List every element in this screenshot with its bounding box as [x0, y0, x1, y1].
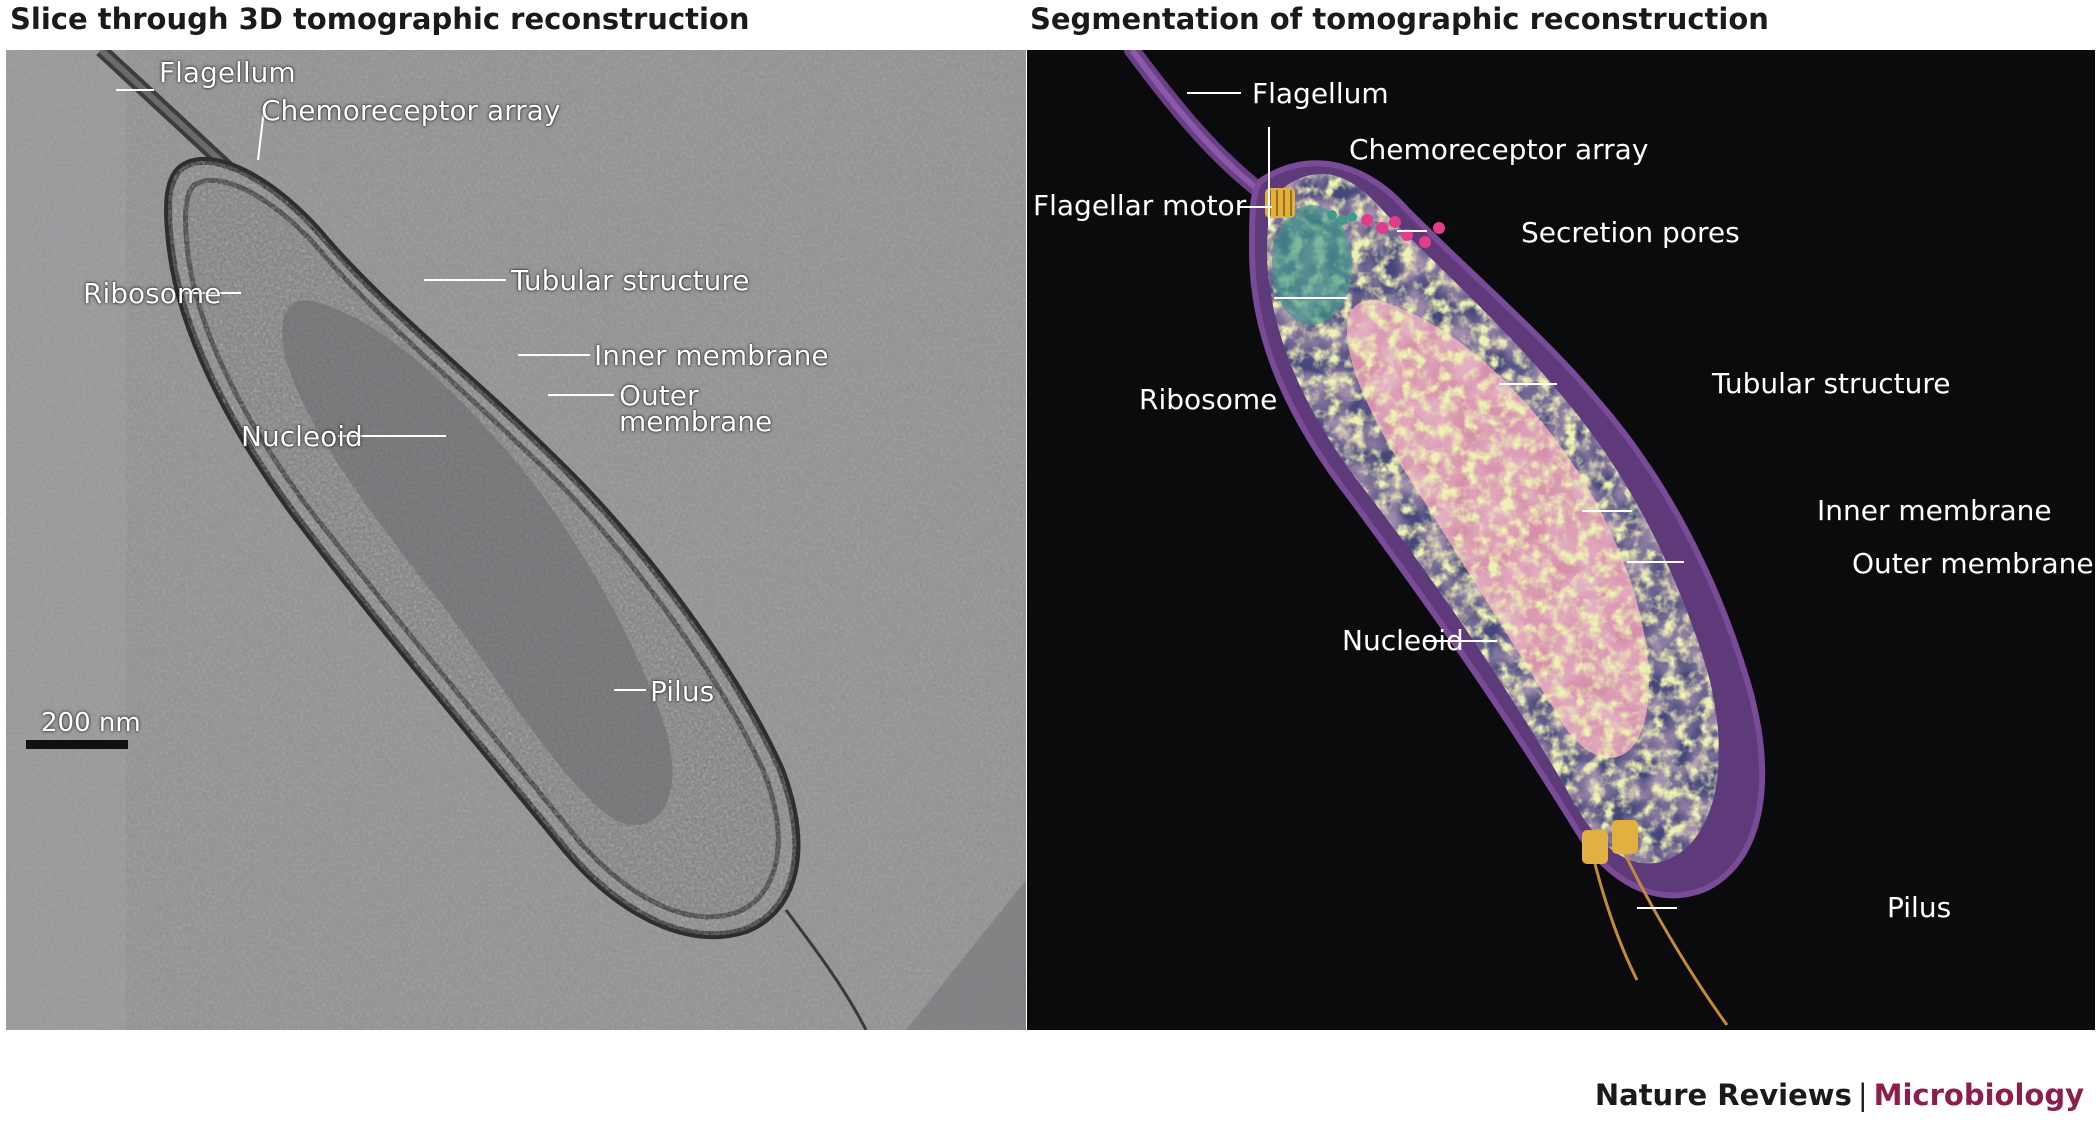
journal-footer: Nature Reviews|Microbiology: [1595, 1078, 2084, 1112]
label-pilus-left: Pilus: [650, 675, 715, 708]
footer-separator: |: [1857, 1078, 1868, 1112]
left-panel-title: Slice through 3D tomographic reconstruct…: [10, 2, 750, 36]
label-nucleoid-left: Nucleoid: [241, 420, 363, 453]
label-secretion-pores: Secretion pores: [1521, 216, 1740, 249]
label-chemoreceptor-left: Chemoreceptor array: [261, 94, 561, 127]
label-ribosome-left: Ribosome: [83, 277, 222, 310]
label-outer-membrane-left-1: Outer: [619, 379, 699, 412]
tomographic-slice-panel: Flagellum Chemoreceptor array Tubular st…: [6, 50, 1026, 1030]
label-flagellar-motor: Flagellar motor: [1033, 189, 1247, 222]
label-inner-membrane-right: Inner membrane: [1817, 494, 2052, 527]
label-tubular-right: Tubular structure: [1712, 367, 1951, 400]
label-flagellum-right: Flagellum: [1252, 77, 1389, 110]
scale-bar-label: 200 nm: [41, 708, 141, 738]
label-nucleoid-right: Nucleoid: [1342, 624, 1464, 657]
label-outer-membrane-left-2: membrane: [619, 405, 773, 438]
journal-name: Nature Reviews: [1594, 1078, 1852, 1112]
segmentation-panel: Flagellum Chemoreceptor array Flagellar …: [1027, 50, 2095, 1030]
label-flagellum-left: Flagellum: [159, 56, 296, 89]
label-ribosome-right: Ribosome: [1139, 383, 1278, 416]
label-tubular-left: Tubular structure: [511, 264, 750, 297]
segmentation-image: [1027, 50, 2095, 1030]
label-inner-membrane-left: Inner membrane: [594, 339, 829, 372]
tomographic-slice-image: [6, 50, 1026, 1030]
label-outer-membrane-right: Outer membrane: [1852, 547, 2094, 580]
label-pilus-right: Pilus: [1887, 891, 1952, 924]
label-chemoreceptor-right: Chemoreceptor array: [1349, 133, 1649, 166]
journal-subject: Microbiology: [1873, 1078, 2084, 1112]
right-panel-title: Segmentation of tomographic reconstructi…: [1030, 2, 1769, 36]
